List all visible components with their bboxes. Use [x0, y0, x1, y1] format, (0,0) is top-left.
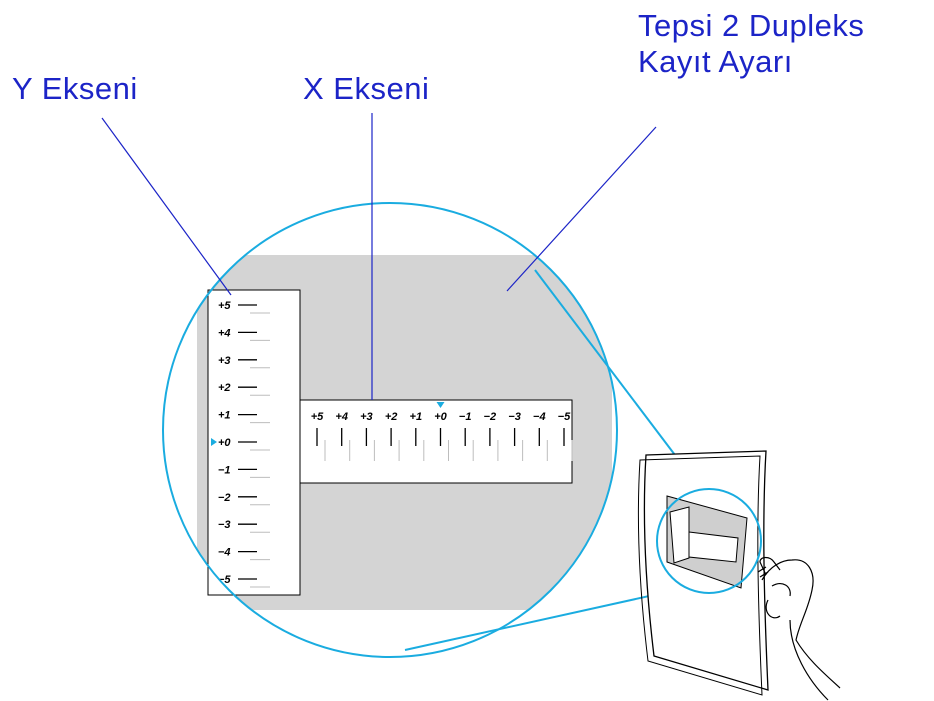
y-scale-label: +1	[218, 410, 231, 422]
y-scale-label: −1	[218, 464, 231, 476]
y-scale-label: +5	[218, 300, 231, 312]
x-scale-label: −4	[533, 411, 546, 423]
x-scale-panel	[299, 399, 573, 484]
x-scale-label: −1	[459, 411, 472, 423]
y-scale: +5+4+3+2+1+0−1−2−3−4−5	[211, 300, 270, 588]
y-axis-callout: Y Ekseni	[12, 71, 138, 106]
x-scale-label: +2	[385, 411, 398, 423]
y-scale-label: +2	[218, 382, 231, 394]
x-scale-label: +5	[311, 411, 324, 423]
x-scale-label: −3	[508, 411, 521, 423]
x-axis-callout: X Ekseni	[303, 71, 430, 106]
y-scale-label: −3	[218, 519, 231, 531]
x-scale-label: +4	[335, 411, 348, 423]
x-scale-label: −2	[484, 411, 497, 423]
x-scale-label: +0	[434, 411, 447, 423]
x-scale: +5 +4 +3 +2 +1 +0 −1 −2 −3 −4 −5	[311, 402, 573, 461]
y-scale-label: +0	[218, 437, 231, 449]
zoom-circle	[162, 202, 618, 658]
tray-duplex-leader-line	[506, 126, 657, 292]
tray-duplex-callout: Tepsi 2 Dupleks Kayıt Ayarı	[638, 8, 864, 80]
x-scale-label: −5	[558, 411, 571, 423]
y-selected-marker-icon	[211, 438, 217, 446]
y-scale-label: +4	[218, 327, 231, 339]
x-scale-label: +3	[360, 411, 373, 423]
y-axis-leader-line	[101, 117, 232, 296]
tray-duplex-callout-line1: Tepsi 2 Dupleks	[638, 8, 865, 43]
x-scale-label: +1	[410, 411, 423, 423]
printed-sheet-in-hand	[637, 450, 769, 696]
hand-icon	[757, 556, 841, 701]
tray-duplex-callout-line2: Kayıt Ayarı	[638, 44, 793, 79]
y-scale-label: +3	[218, 355, 231, 367]
x-selected-marker-icon	[436, 402, 445, 408]
y-scale-label: −2	[218, 492, 231, 504]
y-scale-label: −4	[218, 547, 231, 559]
